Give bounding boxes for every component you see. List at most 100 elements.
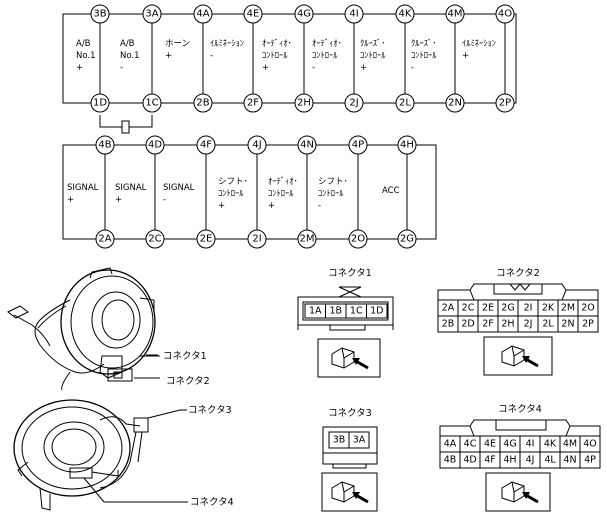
middle-bottom-pin-label: 2I — [252, 234, 261, 245]
plug-arrow-icon — [501, 345, 539, 368]
connector-cell-label: 4G — [503, 439, 516, 450]
connector-cell-label: 3B — [333, 435, 346, 446]
connector-cell-label: 4A — [444, 439, 457, 450]
spiral-cable-illustration-lower — [13, 399, 149, 511]
middle-pin-label: 4H — [400, 140, 414, 151]
top-pin-label: 4E — [247, 9, 260, 20]
middle-bottom-pin-label: 2G — [400, 234, 414, 245]
top-bottom-pin-label: 1D — [93, 98, 107, 109]
connector-cell-label: 4F — [484, 455, 496, 466]
top-pin-label: 3B — [93, 9, 106, 20]
top-circuit-label: + — [262, 63, 269, 73]
middle-circuit-label: ｵｰﾃﾞｨｵ･ — [268, 177, 298, 187]
spiral-cable-illustration-upper — [7, 267, 160, 391]
top-bottom-pin-label: 2N — [448, 98, 462, 109]
top-bottom-pin-label: 2P — [499, 98, 511, 109]
top-circuit-label: ｺﾝﾄﾛｰﾙ — [262, 51, 288, 61]
connector-cell-label: 2M — [561, 303, 575, 314]
connector-cell-label: 2N — [561, 319, 574, 330]
middle-circuit-label: シフト･ — [218, 177, 248, 187]
connector-cell-label: 4O — [583, 439, 597, 450]
middle-bottom-pin-label: 2M — [300, 234, 315, 245]
top-circuit-label: ｵｰﾃﾞｨｵ･ — [262, 39, 292, 49]
top-circuit-label: ｵｰﾃﾞｨｵ･ — [312, 39, 342, 49]
connector-1-view-box — [317, 338, 381, 378]
top-circuit-label: ｲﾙﾐﾈｰｼｮﾝ — [210, 39, 244, 49]
connector-cell-label: 2C — [462, 303, 475, 314]
connector-cell — [348, 431, 370, 449]
middle-pin-circle — [297, 135, 317, 155]
top-bottom-pin-circle — [294, 93, 314, 113]
top-pin-circle — [395, 4, 415, 24]
top-bottom-pin-circle — [344, 93, 364, 113]
middle-bottom-pin-label: 2O — [351, 234, 365, 245]
top-circuit-label: - — [312, 63, 315, 73]
middle-circuit-label: ACC — [382, 186, 400, 196]
middle-circuit-label: - — [318, 201, 321, 211]
middle-pin-label: 4N — [300, 140, 314, 151]
connector-cell-label: 2L — [542, 319, 554, 330]
top-circuit-label: + — [76, 63, 83, 73]
top-pin-circle — [495, 4, 515, 24]
top-pin-label: 4O — [498, 9, 512, 20]
connector-cell-label: 2G — [501, 303, 514, 314]
top-circuit-wires — [99, 23, 506, 94]
connector-cell-label: 1C — [350, 306, 363, 317]
connector-cell-label: 4L — [544, 455, 556, 466]
middle-pin-label: 4J — [252, 140, 261, 151]
connector-cell-label: 1B — [329, 306, 342, 317]
top-circuit-label: No.1 — [76, 51, 96, 61]
middle-circuit-label: ｺﾝﾄﾛｰﾙ — [218, 189, 244, 199]
middle-pin-circle — [145, 135, 165, 155]
connector-cell-label: 2B — [442, 319, 455, 330]
middle-circuit-labels: SIGNAL+SIGNAL+SIGNAL-シフト･ｺﾝﾄﾛｰﾙ+ｵｰﾃﾞｨｵ･ｺ… — [67, 177, 400, 211]
middle-pin-circle — [397, 135, 417, 155]
middle-bottom-pin-circle — [95, 229, 115, 249]
connector-cell-label: 2D — [461, 319, 474, 330]
connector-cell-label: 4E — [484, 439, 496, 450]
top-circuit-label: ｺﾝﾄﾛｰﾙ — [411, 51, 437, 61]
connector-cell-label: 4K — [544, 439, 557, 450]
middle-bottom-pin-label: 2A — [98, 234, 111, 245]
top-bottom-pin-label: 1C — [145, 98, 158, 109]
top-circuit-label: + — [165, 51, 172, 61]
connector-cell-label: 2O — [581, 303, 595, 314]
middle-pin-circle — [196, 135, 216, 155]
connector-cell-label: 2E — [482, 303, 494, 314]
top-circuit-label: ｺﾝﾄﾛｰﾙ — [360, 51, 386, 61]
connector-cell-label: 2P — [582, 319, 594, 330]
top-bottom-pin-circle — [445, 93, 465, 113]
middle-pin-circle — [95, 135, 115, 155]
connector-cell-label: 4B — [444, 455, 457, 466]
connector-cell-label: 2F — [482, 319, 494, 330]
top-circuit-label: ｸﾙｰｽﾞ･ — [360, 39, 386, 49]
top-circuit-label: + — [360, 63, 367, 73]
top-pin-label: 4I — [349, 9, 358, 20]
top-bottom-pin-label: 2L — [399, 98, 411, 109]
top-bottom-pin-circle — [142, 93, 162, 113]
top-bottom-pin-circle — [193, 93, 213, 113]
callout-connector-2: コネクタ2 — [166, 376, 210, 387]
top-pin-circle — [90, 4, 110, 24]
top-bottom-pin-circle — [395, 93, 415, 113]
top-circuit-label: - — [120, 63, 123, 73]
middle-circuit-label: + — [115, 195, 122, 205]
connector-cell-label: 4D — [463, 455, 476, 466]
top-circuit-label: No.1 — [120, 51, 140, 61]
top-pin-circle — [294, 4, 314, 24]
connector-cell-label: 4P — [584, 455, 596, 466]
middle-circuit-label: シフト･ — [318, 177, 348, 187]
connector-3-title: コネクタ3 — [328, 408, 372, 419]
callout-connector-4: コネクタ4 — [190, 497, 234, 508]
top-pin-label: 4G — [297, 9, 311, 20]
top-pin-label: 3A — [145, 9, 158, 20]
top-pin-circle — [243, 4, 263, 24]
connector-cell-label: 2J — [524, 319, 533, 330]
connector-cell-label: 2A — [442, 303, 455, 314]
